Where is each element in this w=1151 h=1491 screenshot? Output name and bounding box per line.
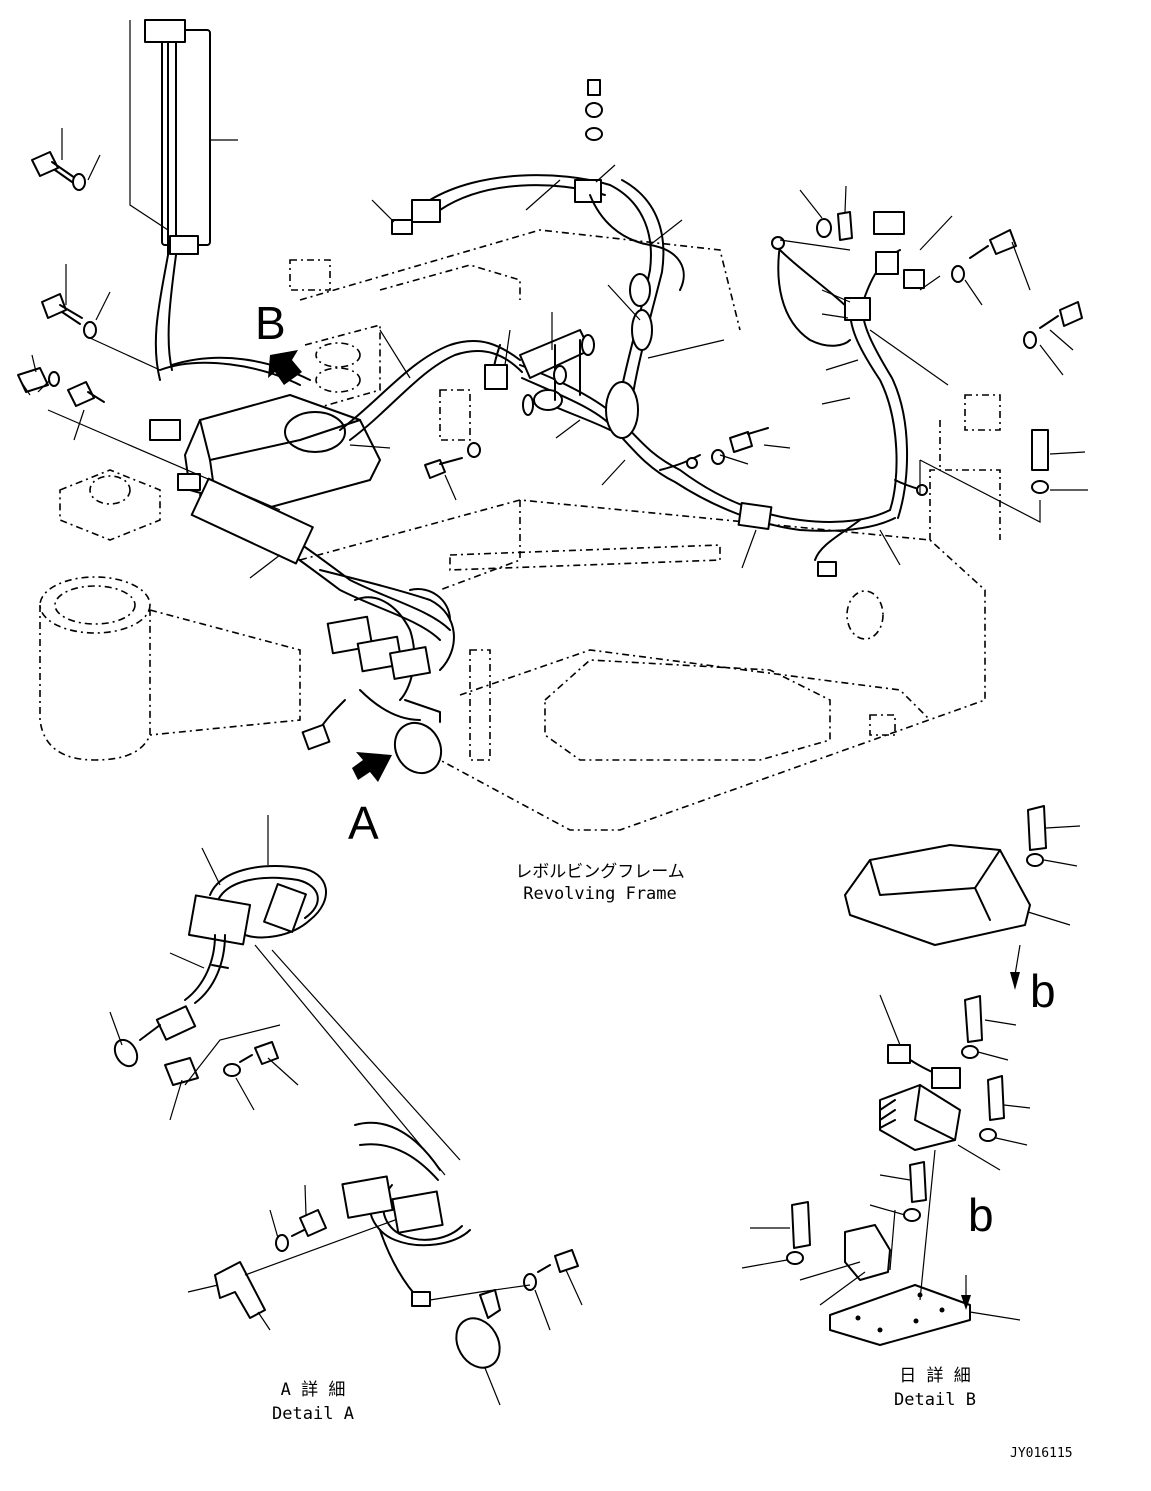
detail-a-drawing (113, 865, 579, 1369)
leader-lines-detail-a (109, 815, 583, 1406)
view-arrows (268, 350, 392, 782)
arrow-label-b-upper: b (1030, 965, 1056, 1017)
revolving-frame-outline (39, 229, 1001, 831)
drawing-number: JY016115 (1010, 1446, 1073, 1461)
detail-b-caption-english: Detail B (894, 1390, 976, 1410)
harness-brackets (519, 329, 595, 416)
view-label-b: B (255, 297, 286, 349)
controller-box-main (149, 394, 381, 511)
detail-a-cluster-on-frame (301, 569, 455, 775)
detail-a-caption-japanese: A 詳 細 (280, 1380, 346, 1400)
main-harness (190, 174, 928, 641)
leader-lines-upper (19, 20, 1088, 579)
leader-lines-detail-b (741, 825, 1081, 1321)
arrow-label-b-lower: b (968, 1189, 994, 1241)
view-label-a: A (348, 797, 379, 849)
fasteners-top-left (17, 79, 1083, 494)
frame-caption-english: Revolving Frame (523, 884, 677, 904)
frame-caption-japanese: レボルビングフレーム (515, 862, 685, 882)
detail-a-caption-english: Detail A (272, 1404, 354, 1424)
detail-b-caption-japanese: 日 詳 細 (899, 1366, 971, 1386)
detail-b-drawing (786, 805, 1047, 1346)
